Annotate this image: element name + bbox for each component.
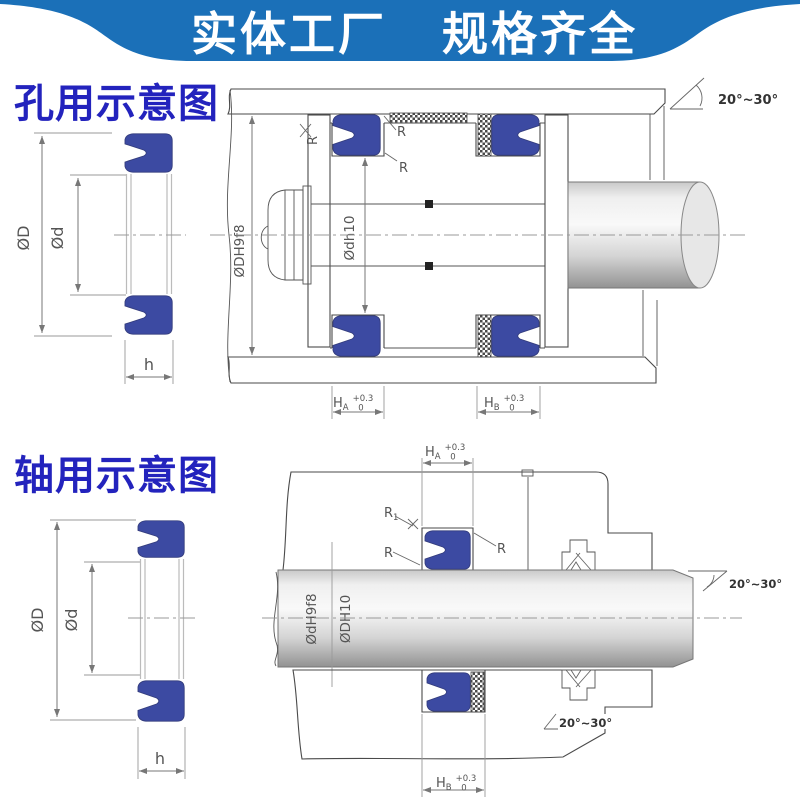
wiper-profile-lines <box>565 669 592 688</box>
banner-text-right: 规格齐全 <box>442 7 638 61</box>
seal-groove-b-bottom <box>475 314 541 348</box>
bore-section-title: 孔用示意图 <box>14 81 219 127</box>
u-cup-seal-bottom <box>124 295 173 335</box>
label-halo <box>556 714 608 729</box>
piston-flange-left <box>307 114 331 348</box>
inner-diameter-label: Ød <box>62 609 81 632</box>
shaft-break-line <box>273 571 279 667</box>
seal-groove-bottom <box>421 669 486 713</box>
u-cup-seal <box>424 530 471 570</box>
banner-ribbon-shape <box>0 0 800 61</box>
bore-installation-diagram: ØDH9f8 R R R Ødh10 2 <box>210 77 778 419</box>
chamfer-angle-label: 20°~30° <box>729 577 782 591</box>
chamfer-angle-lines <box>688 570 728 592</box>
shaft-diameter-label: ØdH9f8 <box>304 593 320 644</box>
bore-seal-cross-section: ØD Ød h <box>14 132 186 384</box>
cylinder-gland <box>544 114 569 348</box>
u-cup-seal-top <box>137 520 185 558</box>
rod-marker <box>425 262 433 270</box>
housing-notch <box>521 469 534 477</box>
seal-groove-b-top <box>475 123 541 157</box>
height-label: h <box>155 749 165 768</box>
backup-ring-top <box>477 113 492 157</box>
groove-diameter-label: Ødh10 <box>342 216 358 261</box>
seal-groove-a-bottom <box>331 314 385 348</box>
guide-band <box>389 112 468 124</box>
backup-ring-bottom <box>477 314 492 358</box>
radius-leader <box>383 115 397 131</box>
radius-leader <box>384 152 398 162</box>
radius-label: R <box>497 542 506 557</box>
radius-mark-x <box>299 123 312 138</box>
backup-ring <box>470 671 485 713</box>
radius-leader <box>392 551 421 566</box>
u-cup-seal <box>332 114 381 156</box>
radius-leader <box>473 532 497 547</box>
extension-line <box>331 386 385 419</box>
radius-label: R <box>397 125 406 140</box>
extension-line <box>124 340 174 384</box>
tube-end-edges-top <box>649 106 665 180</box>
shaft-seal-cross-section: ØD Ød h <box>28 519 196 779</box>
bore-diameter-label: ØDH9f8 <box>232 224 248 277</box>
u-cup-seal <box>426 672 471 712</box>
wiper-profile-lines <box>565 552 592 571</box>
tube-end-edges-bottom <box>642 290 658 366</box>
radius-label: R <box>384 546 393 561</box>
banner: 实体工厂 规格齐全 <box>0 0 800 61</box>
extension-line <box>421 458 474 526</box>
u-cup-seal <box>332 315 381 357</box>
chamfer-angle-lines <box>543 713 558 730</box>
chamfer-angle-lines <box>669 77 705 110</box>
hex-nut <box>267 189 304 281</box>
outer-diameter-label: ØD <box>28 608 47 633</box>
shaft-section-title: 轴用示意图 <box>14 453 219 499</box>
break-line <box>226 89 233 383</box>
outer-diameter-label: ØD <box>14 226 33 251</box>
rod-end-stub <box>260 225 269 250</box>
u-cup-seal-bottom <box>137 680 185 722</box>
shaft-rod <box>277 569 694 668</box>
u-cup-seal-top <box>124 133 173 173</box>
extension-line <box>421 714 486 797</box>
u-cup-seal <box>491 114 540 156</box>
gland-housing-top <box>282 471 653 571</box>
chamfer-angle-arc <box>706 574 715 588</box>
gland-housing-bottom <box>292 669 653 760</box>
radius-mark-x <box>407 518 419 530</box>
housing-bore-label: ØDH10 <box>338 595 354 643</box>
radius1-leader <box>394 515 414 527</box>
ring-silhouette-lines <box>139 559 185 679</box>
rod-marker <box>425 200 433 208</box>
radius1-label: R1 <box>384 506 398 523</box>
inner-diameter-label: Ød <box>48 227 67 250</box>
extension-line <box>476 386 541 419</box>
banner-text-left: 实体工厂 <box>191 7 387 61</box>
seal-groove-a-top <box>331 123 385 157</box>
radius-label: R <box>399 161 408 176</box>
chamfer-angle-label: 20°~30° <box>718 93 778 108</box>
groove-chamfer-label: 20°~30° <box>559 716 612 730</box>
chamfer-angle-arc <box>695 84 703 107</box>
u-cup-seal <box>491 315 540 357</box>
radius-label-rotated: R <box>306 136 321 145</box>
extension-line <box>137 727 186 779</box>
ring-silhouette-lines <box>125 174 173 294</box>
cylinder-wall-bottom <box>227 356 657 384</box>
height-label: h <box>144 355 154 374</box>
cylinder-wall-top <box>227 88 666 115</box>
